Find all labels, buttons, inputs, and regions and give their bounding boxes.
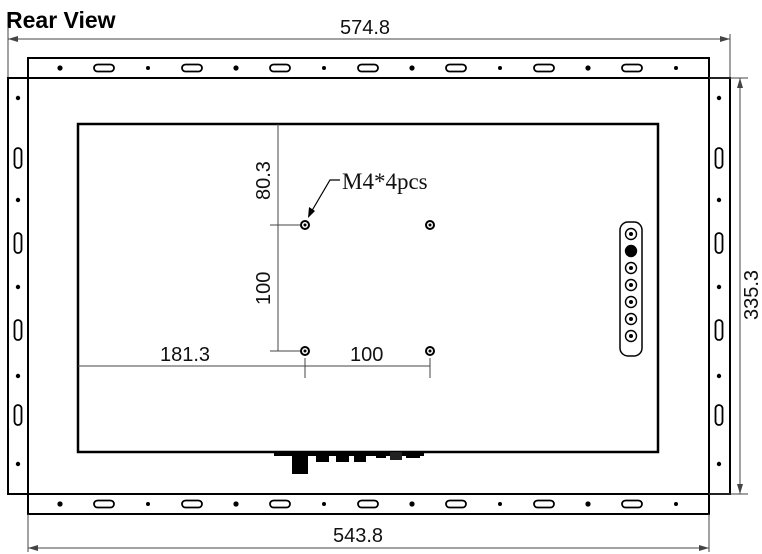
mount-hole (498, 502, 502, 506)
side-hole (15, 373, 21, 379)
side-slot (13, 404, 23, 426)
mount-slot (269, 499, 291, 509)
mount-slot (445, 499, 467, 509)
mount-hole (498, 66, 502, 70)
top-width-dimension: 574.8 (7, 17, 731, 78)
side-slot (714, 319, 724, 341)
mount-slot (357, 499, 379, 509)
right-side-holes (714, 95, 724, 467)
mount-hole (146, 502, 150, 506)
mount-hole (674, 502, 678, 506)
mount-hole (57, 501, 63, 507)
screw-callout: M4*4pcs (308, 169, 428, 218)
vesa-horizontal-label: 100 (350, 344, 383, 366)
mount-slot (445, 63, 467, 73)
side-slot (13, 232, 23, 254)
mount-slot (533, 63, 555, 73)
side-hole (716, 95, 722, 101)
mount-slot (93, 499, 115, 509)
mount-slot (357, 63, 379, 73)
right-height-label: 335.3 (741, 270, 762, 320)
top-bracket (27, 57, 710, 79)
vesa-left-offset-label: 181.3 (160, 344, 210, 366)
mount-hole (585, 65, 591, 71)
menu-icon (624, 244, 638, 258)
side-hole (15, 284, 21, 290)
vesa-vertical-label: 100 (253, 272, 275, 305)
mount-slot (93, 63, 115, 73)
side-slot (13, 319, 23, 341)
bottom-width-dimension: 543.8 (27, 514, 710, 552)
osd-button-panel (619, 221, 643, 357)
mount-hole (233, 65, 239, 71)
mount-hole (322, 502, 326, 506)
power-icon-dot (629, 232, 633, 236)
down-icon-dot (629, 283, 633, 287)
bottom-connectors (274, 451, 424, 474)
vesa-holes (300, 220, 435, 356)
left-icon-dot (629, 300, 633, 304)
page-title: Rear View (6, 7, 116, 33)
mount-hole (146, 66, 150, 70)
side-hole (716, 197, 722, 203)
top-bracket-holes (57, 63, 678, 73)
outer-frame (7, 77, 731, 495)
mount-hole (322, 66, 326, 70)
callout-label: M4*4pcs (342, 169, 428, 194)
mount-hole (57, 65, 63, 71)
mount-slot (269, 63, 291, 73)
side-hole (15, 461, 21, 467)
side-hole (716, 284, 722, 290)
mount-slot (533, 499, 555, 509)
exit-icon-dot (629, 334, 633, 338)
right-icon-dot (629, 317, 633, 321)
mount-hole (674, 66, 678, 70)
vesa-vertical-dimensions: 80.3 100 (253, 124, 300, 352)
side-hole (15, 197, 21, 203)
mount-hole (233, 501, 239, 507)
vesa-horizontal-dimensions: 181.3 100 (78, 344, 431, 378)
vesa-top-offset-label: 80.3 (253, 161, 275, 200)
side-slot (13, 147, 23, 169)
right-height-dimension: 335.3 (709, 77, 762, 495)
mount-slot (621, 63, 643, 73)
mount-hole (409, 65, 415, 71)
bottom-bracket (27, 493, 710, 515)
up-icon-dot (629, 266, 633, 270)
left-side-holes (13, 95, 23, 467)
top-width-label: 574.8 (340, 17, 390, 39)
mount-hole (409, 501, 415, 507)
osd-buttons (624, 227, 638, 343)
bottom-bracket-holes (57, 499, 678, 509)
side-slot (714, 232, 724, 254)
side-slot (714, 147, 724, 169)
mount-slot (621, 499, 643, 509)
side-hole (716, 461, 722, 467)
bottom-width-label: 543.8 (333, 525, 383, 547)
side-slot (714, 404, 724, 426)
mount-hole (585, 501, 591, 507)
mount-slot (181, 499, 203, 509)
mount-slot (181, 63, 203, 73)
side-hole (716, 373, 722, 379)
side-hole (15, 95, 21, 101)
